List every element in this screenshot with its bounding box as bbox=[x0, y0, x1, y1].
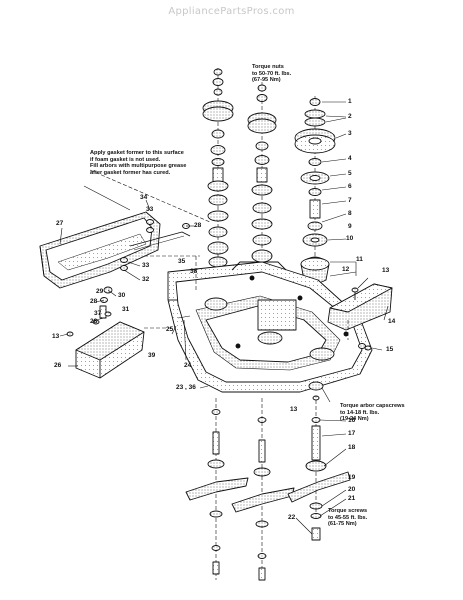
callout-18: 18 bbox=[348, 444, 356, 451]
torque-nuts-note: Torque nuts to 50-70 ft. lbs. (67-95 Nm) bbox=[252, 64, 291, 84]
note-line: if foam gasket is not used. bbox=[90, 156, 161, 163]
callout-6: 6 bbox=[348, 183, 352, 190]
callout-30: 30 bbox=[118, 292, 126, 299]
arbor-capscrews-note: Torque arbor capscrews to 14-18 ft. lbs.… bbox=[340, 403, 405, 423]
note-line: Apply gasket former to this surface bbox=[90, 150, 184, 156]
screws-note: Torque screws to 45-55 ft. lbs. (61-75 N… bbox=[328, 508, 367, 528]
callout-31: 31 bbox=[122, 306, 130, 313]
callout-37: 37 bbox=[94, 310, 102, 317]
callout-34: 34 bbox=[140, 194, 148, 201]
callout-23-36: 23 , 36 bbox=[176, 384, 196, 391]
note-line: after gasket former has cured. bbox=[90, 169, 171, 176]
callout-14: 14 bbox=[388, 318, 396, 325]
callout-28-left: 28 bbox=[90, 298, 98, 305]
callout-27: 27 bbox=[56, 220, 64, 227]
callout-33-top: 33 bbox=[146, 206, 154, 213]
note-line: (61-75 Nm) bbox=[328, 521, 357, 528]
note-line: to 50-70 ft. lbs. bbox=[252, 70, 292, 77]
callout-22: 22 bbox=[288, 514, 296, 521]
callout-35: 35 bbox=[178, 258, 186, 265]
callout-1: 1 bbox=[348, 98, 352, 105]
deflector-block bbox=[75, 321, 145, 379]
callout-9: 9 bbox=[348, 223, 352, 230]
callout-21: 21 bbox=[348, 495, 356, 502]
callout-2: 2 bbox=[348, 113, 352, 120]
callout-3: 3 bbox=[348, 130, 352, 137]
callout-32: 32 bbox=[142, 276, 150, 283]
callout-20: 20 bbox=[348, 486, 356, 493]
callout-19: 19 bbox=[348, 474, 356, 481]
callout-16: 16 bbox=[348, 417, 356, 424]
note-line: to 14-18 ft. lbs. bbox=[340, 409, 380, 416]
explode-lines bbox=[89, 169, 349, 340]
note-line: (67-95 Nm) bbox=[252, 77, 281, 84]
note-line: to 45-55 ft. lbs. bbox=[328, 514, 368, 521]
callout-13-right: 13 bbox=[382, 267, 390, 274]
note-line: Torque screws bbox=[328, 508, 368, 514]
baffle-plate bbox=[327, 283, 393, 331]
callout-4: 4 bbox=[348, 155, 352, 162]
note-line: (19-24 Nm) bbox=[340, 416, 369, 423]
spindle-stack-right bbox=[294, 96, 336, 300]
callout-11: 11 bbox=[356, 256, 363, 263]
callout-28-top: 28 bbox=[194, 222, 202, 229]
callout-17: 17 bbox=[348, 430, 356, 437]
pulley-stack-left bbox=[202, 68, 234, 300]
callout-7: 7 bbox=[348, 197, 352, 204]
callout-39: 39 bbox=[148, 352, 156, 359]
callout-26: 26 bbox=[54, 362, 62, 369]
callout-15: 15 bbox=[386, 346, 394, 353]
blade-assemblies bbox=[185, 398, 295, 581]
callout-28-lower: 28 bbox=[90, 318, 98, 325]
discharge-chute bbox=[39, 211, 161, 289]
fasteners bbox=[66, 287, 372, 401]
callout-12: 12 bbox=[342, 266, 350, 273]
note-line: Torque nuts bbox=[252, 64, 284, 70]
callout-10: 10 bbox=[346, 235, 354, 242]
gasket-note: Apply gasket former to this surface if f… bbox=[90, 150, 186, 176]
callout-13-deck: 13 bbox=[290, 406, 298, 413]
callout-8: 8 bbox=[348, 210, 352, 217]
note-line: Torque arbor capscrews bbox=[340, 403, 405, 409]
note-line: Fill arbors with multipurpose grease bbox=[90, 163, 187, 170]
chute-rod bbox=[99, 219, 191, 319]
callout-38: 38 bbox=[190, 268, 198, 275]
callout-24: 24 bbox=[184, 362, 192, 369]
callout-33-mid: 33 bbox=[142, 262, 150, 269]
callout-5: 5 bbox=[348, 170, 352, 177]
callout-13-left: 13 bbox=[52, 333, 60, 340]
spindle-exploded-lower bbox=[287, 381, 351, 541]
callout-25: 25 bbox=[166, 326, 174, 333]
watermark: AppliancePartsPros.com bbox=[168, 6, 295, 17]
leader-lines bbox=[59, 101, 389, 535]
callout-29: 29 bbox=[96, 288, 104, 295]
mower-deck bbox=[167, 261, 373, 393]
